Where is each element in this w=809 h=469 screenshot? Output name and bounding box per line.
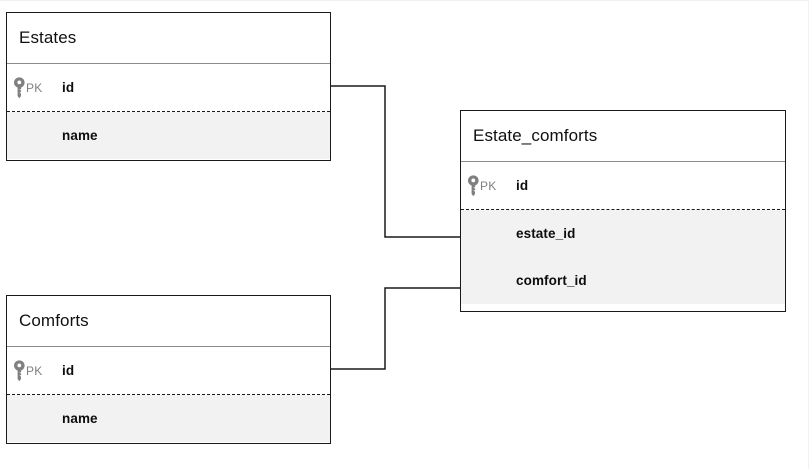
attribute-name: estate_id: [516, 226, 576, 241]
entity-comforts-title: Comforts: [7, 296, 330, 347]
entity-estate-comforts-pk-group: PK id: [461, 162, 785, 210]
key-slot: PK: [7, 359, 62, 382]
attribute-row-estate-id[interactable]: estate_id: [461, 210, 785, 257]
entity-estate-comforts-attr-group: estate_id comfort_id: [461, 210, 785, 304]
pk-label: PK: [26, 363, 43, 378]
attribute-name: comfort_id: [516, 273, 587, 288]
key-icon: [13, 76, 26, 99]
attribute-row-estate-comforts-id[interactable]: PK id: [461, 162, 785, 209]
attribute-name: id: [516, 178, 529, 193]
attribute-name: name: [62, 128, 98, 143]
attribute-row-estates-id[interactable]: PK id: [7, 64, 330, 111]
relationship-estates-to-estate-comforts: [331, 85, 460, 238]
attribute-row-estates-name[interactable]: name: [7, 112, 330, 159]
attribute-row-comforts-name[interactable]: name: [7, 395, 330, 442]
key-slot: PK: [461, 174, 516, 197]
attribute-name: id: [62, 80, 75, 95]
entity-estate-comforts[interactable]: Estate_comforts PK id estate_id: [460, 110, 786, 312]
pk-label: PK: [26, 80, 43, 95]
entity-estates-pk-group: PK id: [7, 64, 330, 112]
entity-estate-comforts-title: Estate_comforts: [461, 111, 785, 162]
entity-estates[interactable]: Estates PK id name: [6, 12, 331, 161]
key-icon: [13, 359, 26, 382]
key-icon: [467, 174, 480, 197]
attribute-name: name: [62, 411, 98, 426]
pk-label: PK: [480, 178, 497, 193]
attribute-name: id: [62, 363, 75, 378]
attribute-row-comfort-id[interactable]: comfort_id: [461, 257, 785, 304]
entity-comforts[interactable]: Comforts PK id name: [6, 295, 331, 444]
key-slot: PK: [7, 76, 62, 99]
entity-estates-attr-group: name: [7, 112, 330, 159]
page-edge-top: [0, 0, 809, 1]
relationship-comforts-to-estate-comforts: [331, 287, 460, 370]
entity-estates-title: Estates: [7, 13, 330, 64]
entity-comforts-attr-group: name: [7, 395, 330, 442]
entity-comforts-pk-group: PK id: [7, 347, 330, 395]
attribute-row-comforts-id[interactable]: PK id: [7, 347, 330, 394]
